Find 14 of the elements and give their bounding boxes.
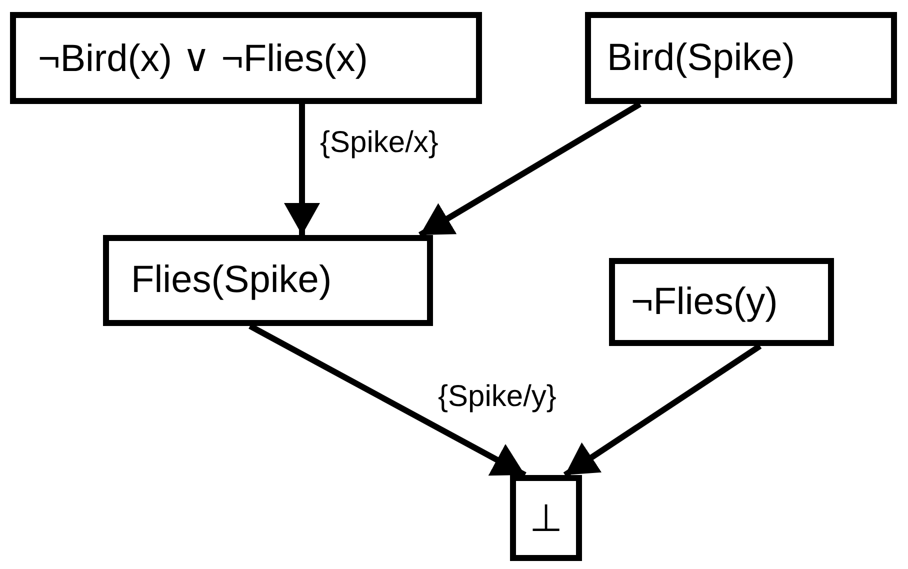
clause-text: ¬Flies(y): [631, 280, 778, 324]
clause-box: [10, 12, 482, 104]
clause-text: Bird(Spike): [607, 36, 795, 80]
arrow: [563, 344, 762, 478]
clause-box: [609, 258, 834, 346]
clause-box: [510, 475, 582, 561]
arrow: [418, 101, 642, 238]
arrow: [248, 323, 526, 478]
arrow: [284, 104, 320, 235]
clause-text: ¬Bird(x) ∨ ¬Flies(x): [38, 36, 368, 80]
clause-box: [103, 235, 433, 326]
clause-box: [585, 12, 897, 104]
clause-text: ⊥: [530, 496, 562, 540]
clause-text: Flies(Spike): [131, 259, 332, 302]
